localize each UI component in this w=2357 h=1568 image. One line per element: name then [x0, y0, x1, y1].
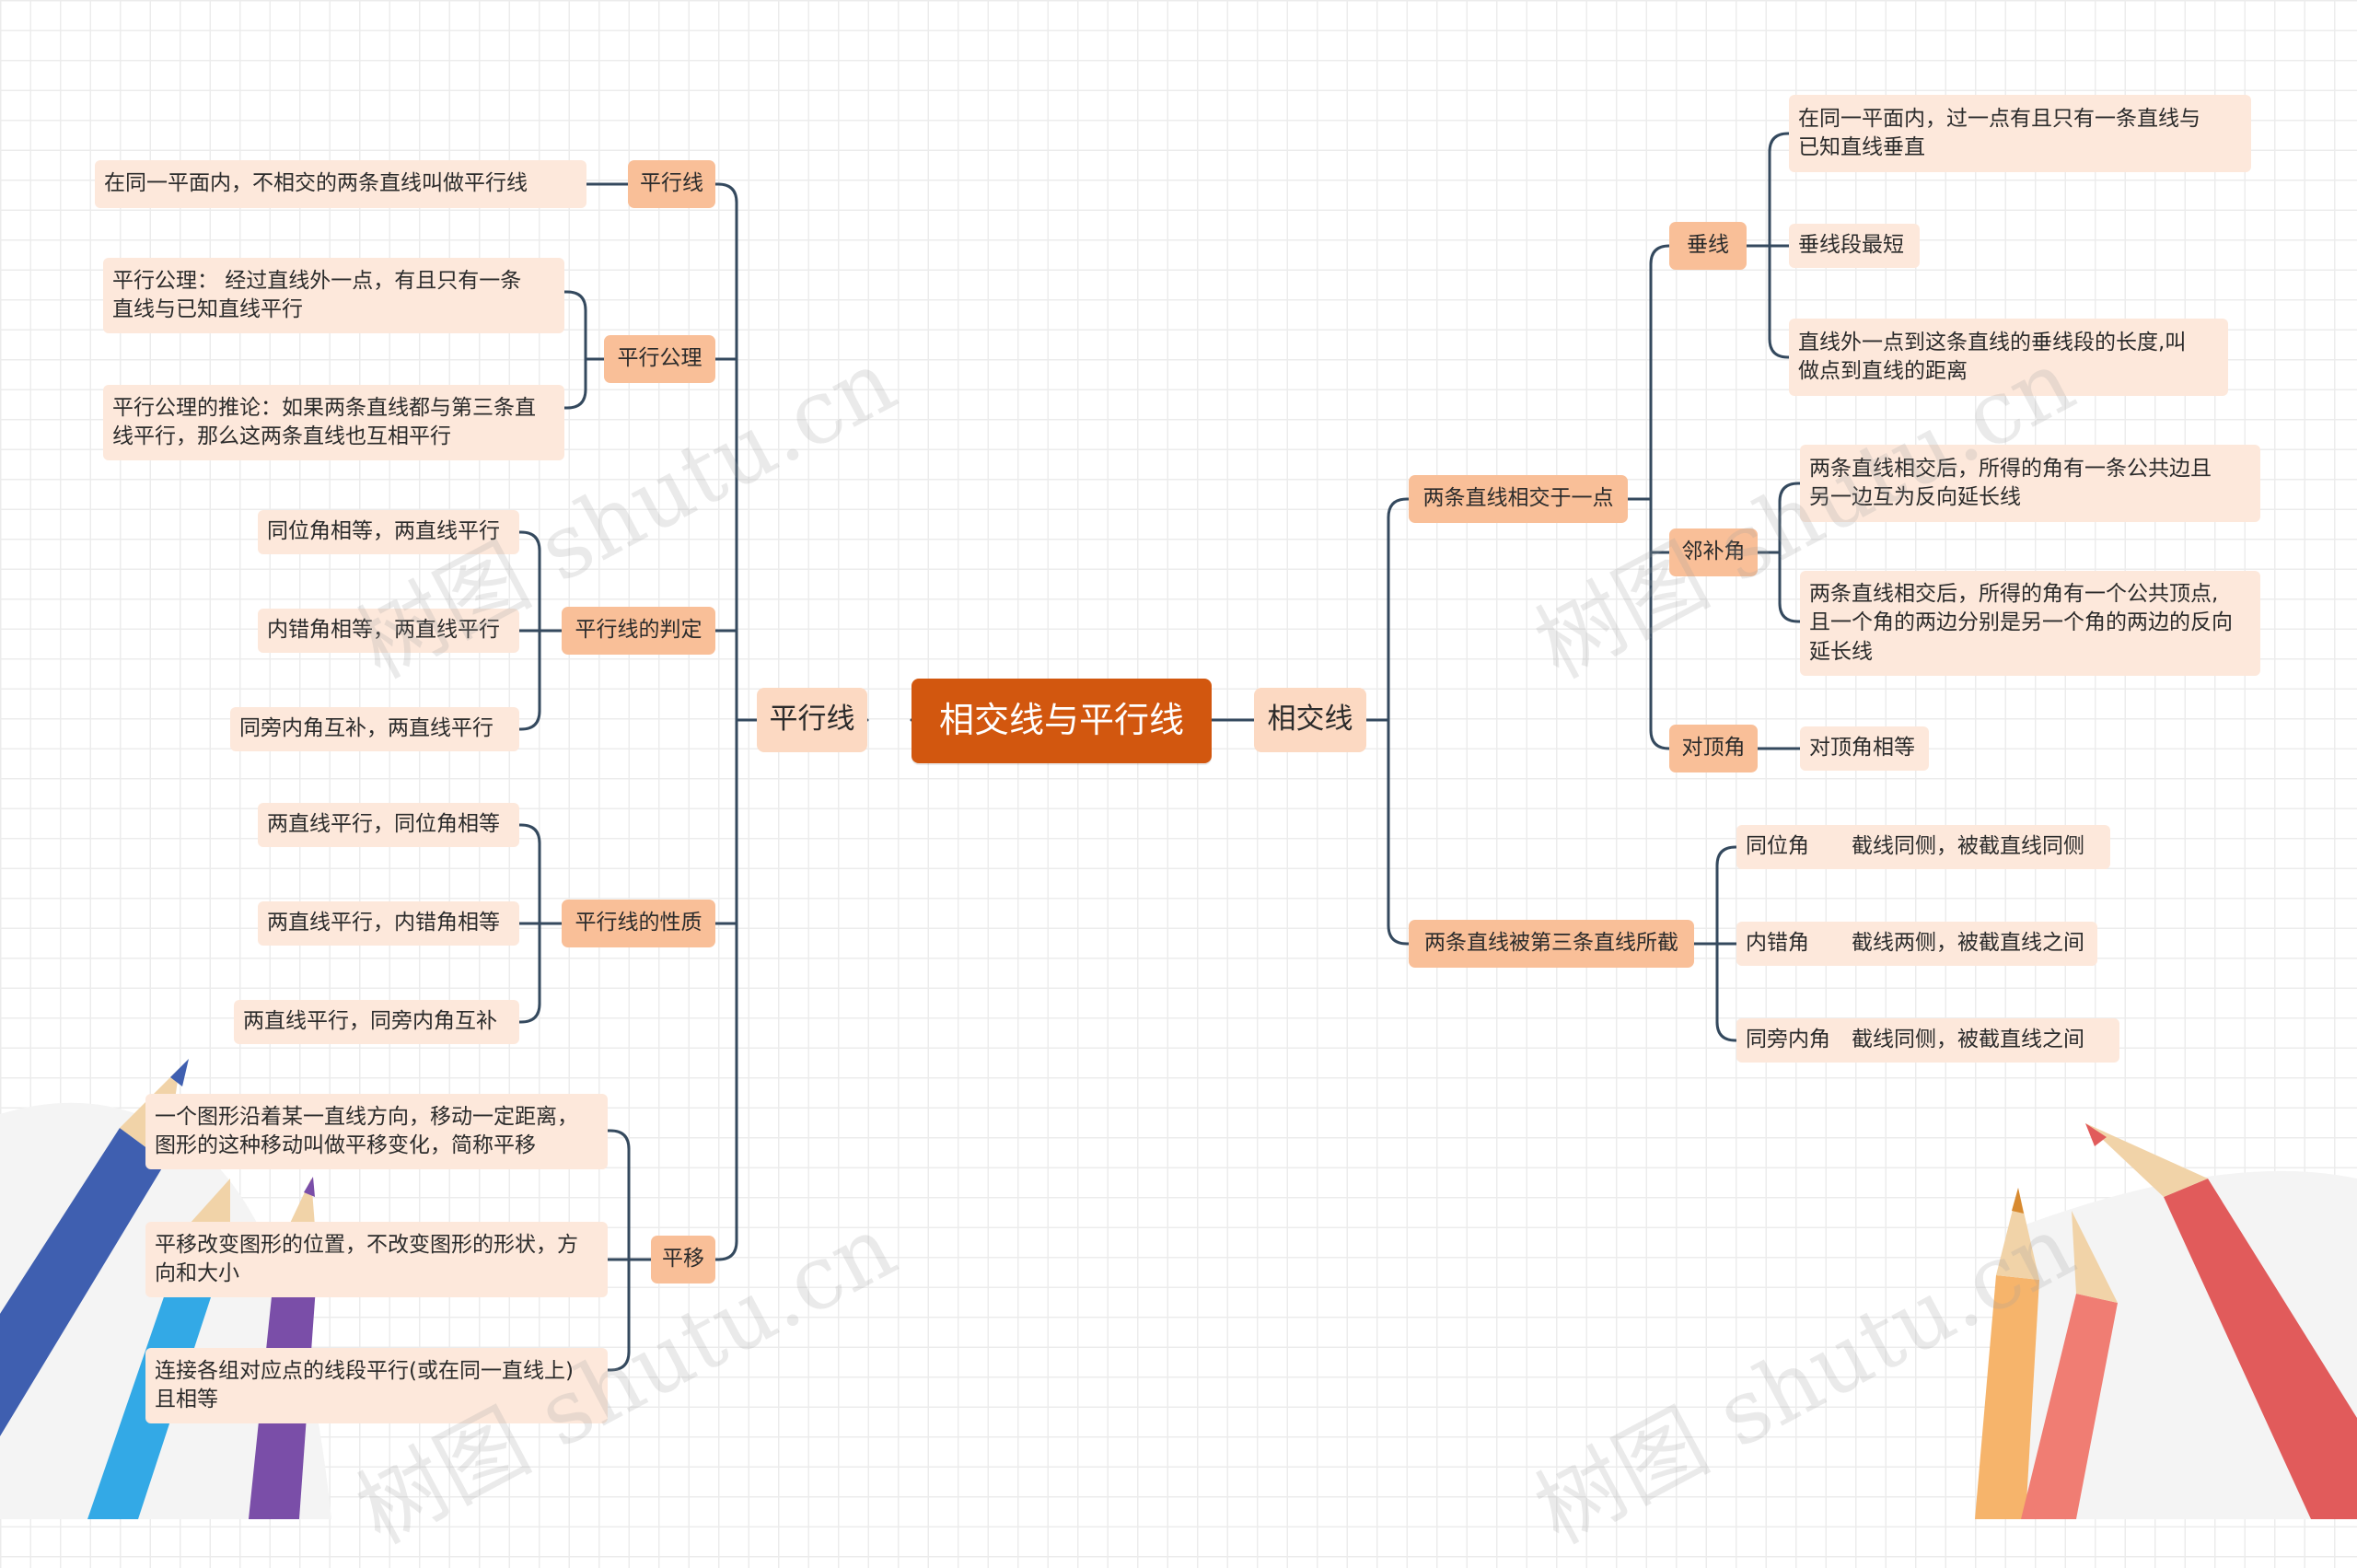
- leaf-criteria-alternate[interactable]: 内错角相等，两直线平行: [258, 609, 519, 653]
- topic-translation[interactable]: 平移: [651, 1236, 715, 1283]
- leaf-corresponding-angle[interactable]: 同位角 截线同侧，被截直线同侧: [1736, 825, 2110, 869]
- orange-pencil-icon: [1975, 1188, 2039, 1519]
- topic-parallel-line[interactable]: 平行线: [628, 160, 715, 208]
- leaf-adjacent-definition-1[interactable]: 两条直线相交后，所得的角有一条公共边且 另一边互为反向延长线: [1800, 445, 2260, 522]
- topic-perpendicular[interactable]: 垂线: [1669, 222, 1747, 270]
- leaf-point-line-distance[interactable]: 直线外一点到这条直线的垂线段的长度,叫 做点到直线的距离: [1789, 319, 2228, 396]
- leaf-translation-definition[interactable]: 一个图形沿着某一直线方向，移动一定距离， 图形的这种移动叫做平移变化，简称平移: [145, 1094, 608, 1169]
- leaf-adjacent-definition-2[interactable]: 两条直线相交后，所得的角有一个公共顶点, 且一个角的两边分别是另一个角的两边的反…: [1800, 571, 2260, 676]
- leaf-property-corresponding[interactable]: 两直线平行，同位角相等: [258, 803, 519, 847]
- topic-adjacent-supplementary[interactable]: 邻补角: [1669, 528, 1758, 576]
- branch-intersecting-lines[interactable]: 相交线: [1254, 688, 1366, 752]
- topic-intersect-at-point[interactable]: 两条直线相交于一点: [1409, 475, 1628, 523]
- leaf-translation-segments[interactable]: 连接各组对应点的线段平行(或在同一直线上) 且相等: [145, 1348, 608, 1423]
- pink-pencil-icon: [2021, 1211, 2118, 1519]
- leaf-property-cointerior[interactable]: 两直线平行，同旁内角互补: [234, 1000, 519, 1044]
- topic-parallel-properties[interactable]: 平行线的性质: [562, 900, 715, 947]
- leaf-criteria-corresponding[interactable]: 同位角相等，两直线平行: [258, 510, 519, 554]
- leaf-property-alternate[interactable]: 两直线平行，内错角相等: [258, 901, 519, 946]
- leaf-vertical-equal[interactable]: 对顶角相等: [1800, 726, 1929, 771]
- topic-parallel-criteria[interactable]: 平行线的判定: [562, 607, 715, 655]
- leaf-perpendicular-shortest[interactable]: 垂线段最短: [1789, 224, 1920, 268]
- topic-cut-by-transversal[interactable]: 两条直线被第三条直线所截: [1409, 920, 1694, 968]
- leaf-criteria-cointerior[interactable]: 同旁内角互补，两直线平行: [230, 707, 519, 751]
- leaf-alternate-angle[interactable]: 内错角 截线两侧，被截直线之间: [1736, 922, 2097, 966]
- topic-parallel-axiom[interactable]: 平行公理: [604, 335, 715, 383]
- branch-parallel-lines[interactable]: 平行线: [757, 688, 867, 752]
- leaf-axiom-corollary[interactable]: 平行公理的推论：如果两条直线都与第三条直 线平行，那么这两条直线也互相平行: [103, 385, 564, 460]
- root-node[interactable]: 相交线与平行线: [911, 679, 1212, 763]
- red-pencil-icon: [2085, 1123, 2357, 1519]
- leaf-perpendicular-unique[interactable]: 在同一平面内，过一点有且只有一条直线与 已知直线垂直: [1789, 95, 2251, 172]
- leaf-cointerior-angle[interactable]: 同旁内角 截线同侧，被截直线之间: [1736, 1018, 2119, 1063]
- topic-vertical-angles[interactable]: 对顶角: [1669, 725, 1758, 772]
- leaf-parallel-axiom[interactable]: 平行公理： 经过直线外一点，有且只有一条 直线与已知直线平行: [103, 258, 564, 333]
- leaf-parallel-definition[interactable]: 在同一平面内，不相交的两条直线叫做平行线: [95, 160, 586, 208]
- leaf-translation-property[interactable]: 平移改变图形的位置，不改变图形的形状，方 向和大小: [145, 1222, 608, 1297]
